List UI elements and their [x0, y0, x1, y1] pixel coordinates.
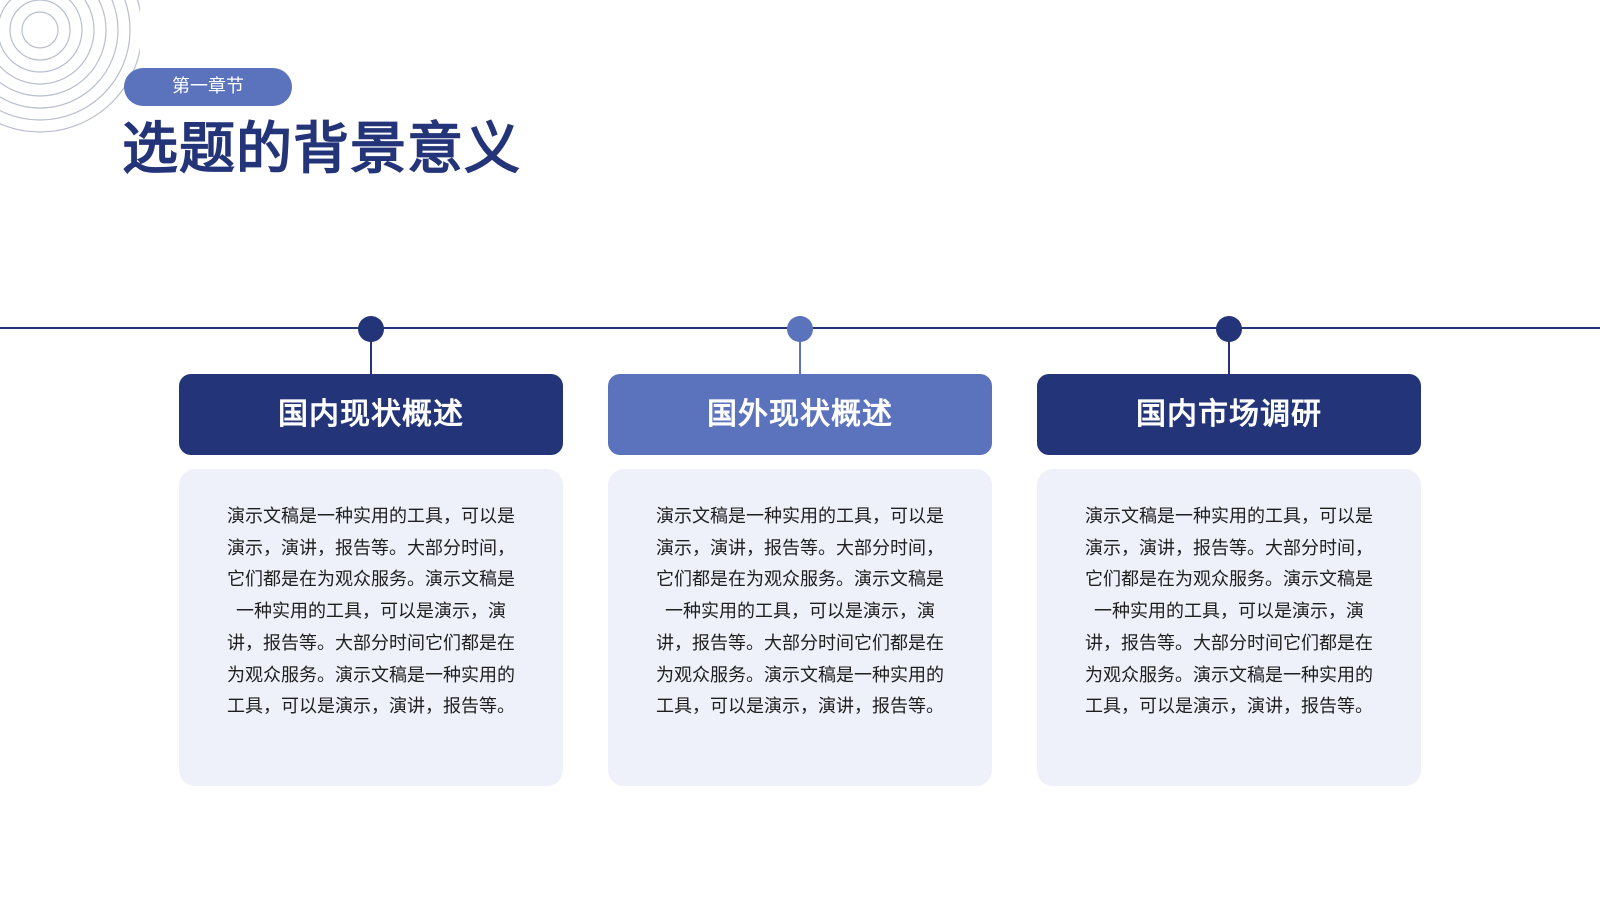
card-body-2: 演示文稿是一种实用的工具，可以是演示，演讲，报告等。大部分时间，它们都是在为观众…: [608, 469, 992, 786]
card-body-1: 演示文稿是一种实用的工具，可以是演示，演讲，报告等。大部分时间，它们都是在为观众…: [179, 469, 563, 786]
chapter-badge: 第一章节: [124, 68, 292, 106]
card-text-2: 演示文稿是一种实用的工具，可以是演示，演讲，报告等。大部分时间，它们都是在为观众…: [656, 506, 944, 718]
page-title: 选题的背景意义: [122, 117, 521, 182]
card-header-1: 国内现状概述: [179, 374, 563, 455]
card-header-2: 国外现状概述: [608, 374, 992, 455]
timeline-stem-1: [370, 340, 372, 375]
card-text-3: 演示文稿是一种实用的工具，可以是演示，演讲，报告等。大部分时间，它们都是在为观众…: [1085, 506, 1373, 718]
card-text-1: 演示文稿是一种实用的工具，可以是演示，演讲，报告等。大部分时间，它们都是在为观众…: [227, 506, 515, 718]
timeline-dot-3: [1216, 316, 1242, 342]
timeline-stem-3: [1228, 340, 1230, 375]
timeline-dot-2: [787, 316, 813, 342]
timeline-stem-2: [799, 340, 801, 375]
concentric-circles-decoration: [0, 0, 140, 133]
card-header-3: 国内市场调研: [1037, 374, 1421, 455]
timeline-dot-1: [358, 316, 384, 342]
card-body-3: 演示文稿是一种实用的工具，可以是演示，演讲，报告等。大部分时间，它们都是在为观众…: [1037, 469, 1421, 786]
